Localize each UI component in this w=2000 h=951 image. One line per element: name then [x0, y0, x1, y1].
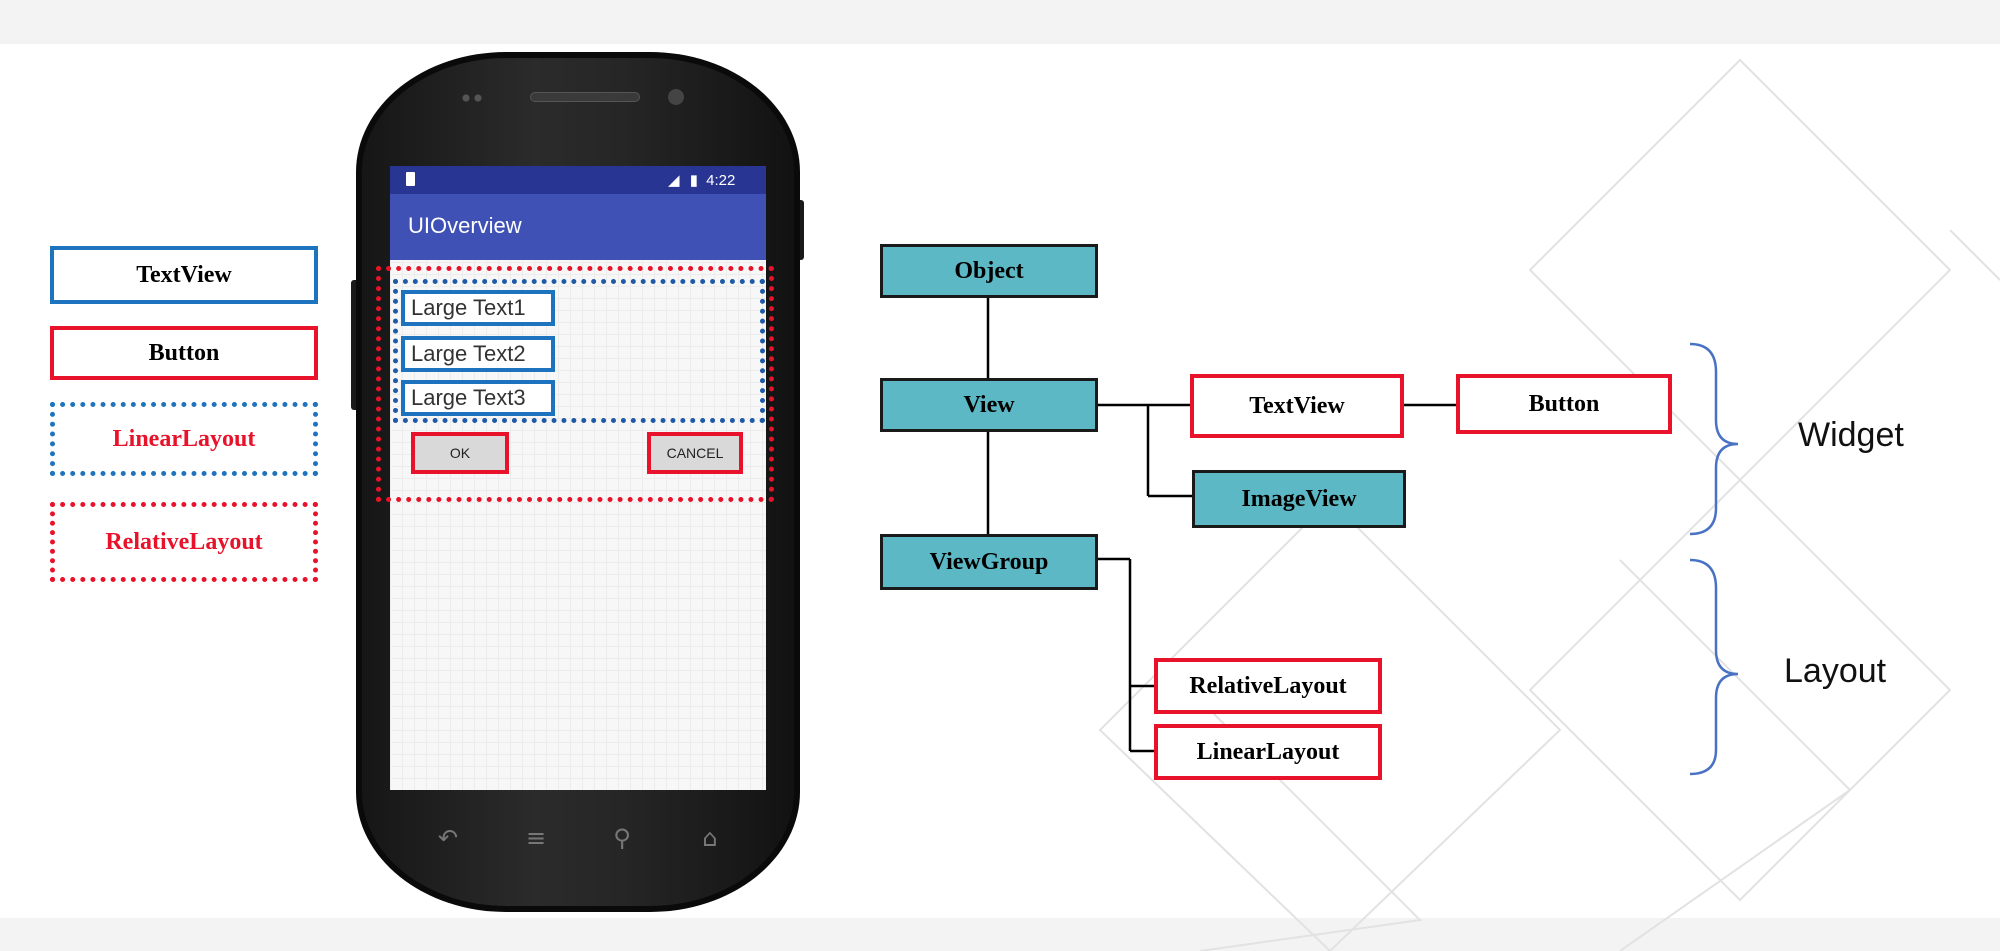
node-viewgroup: ViewGroup — [880, 534, 1098, 590]
signal-icon: ◢ — [668, 172, 680, 189]
status-icons: ◢ ▮ 4:22 — [668, 171, 735, 189]
phone-power-button — [796, 200, 804, 260]
phone-camera — [668, 89, 684, 105]
app-bar — [390, 194, 766, 260]
bottom-background-strip — [0, 918, 2000, 951]
top-background-strip — [0, 0, 2000, 44]
layout-label: Layout — [1784, 652, 1887, 690]
large-text-1: Large Text1 — [401, 290, 555, 326]
relativelayout-outline — [376, 266, 774, 502]
search-icon[interactable]: ⚲ — [613, 824, 631, 852]
phone-sensor-dots — [462, 94, 486, 102]
node-imageview: ImageView — [1192, 470, 1406, 528]
app-title: UIOverview — [408, 213, 522, 238]
node-object: Object — [880, 244, 1098, 298]
node-relativelayout: RelativeLayout — [1154, 658, 1382, 714]
phone-speaker — [530, 92, 640, 102]
large-text-2: Large Text2 — [401, 336, 555, 372]
cancel-button-label: CANCEL — [651, 436, 739, 470]
legend-relativelayout: RelativeLayout — [50, 502, 318, 582]
sd-card-icon — [406, 172, 415, 186]
node-view: View — [880, 378, 1098, 432]
cancel-button[interactable]: CANCEL — [647, 432, 743, 474]
node-linearlayout: LinearLayout — [1154, 724, 1382, 780]
node-button: Button — [1456, 374, 1672, 434]
status-time: 4:22 — [706, 172, 736, 189]
linearlayout-outline — [393, 279, 765, 423]
battery-icon: ▮ — [689, 172, 698, 189]
ok-button-label: OK — [415, 436, 505, 470]
legend-textview: TextView — [50, 246, 318, 304]
widget-label: Widget — [1798, 416, 1904, 454]
back-icon[interactable]: ↶ — [437, 824, 459, 852]
menu-icon[interactable]: ≡ — [525, 824, 547, 852]
phone-volume-button — [351, 280, 360, 410]
home-icon[interactable]: ⌂ — [702, 824, 718, 852]
legend-button: Button — [50, 326, 318, 380]
large-text-3: Large Text3 — [401, 380, 555, 416]
ok-button[interactable]: OK — [411, 432, 509, 474]
legend-linearlayout: LinearLayout — [50, 402, 318, 476]
status-bar — [390, 166, 766, 194]
node-textview: TextView — [1190, 374, 1404, 438]
